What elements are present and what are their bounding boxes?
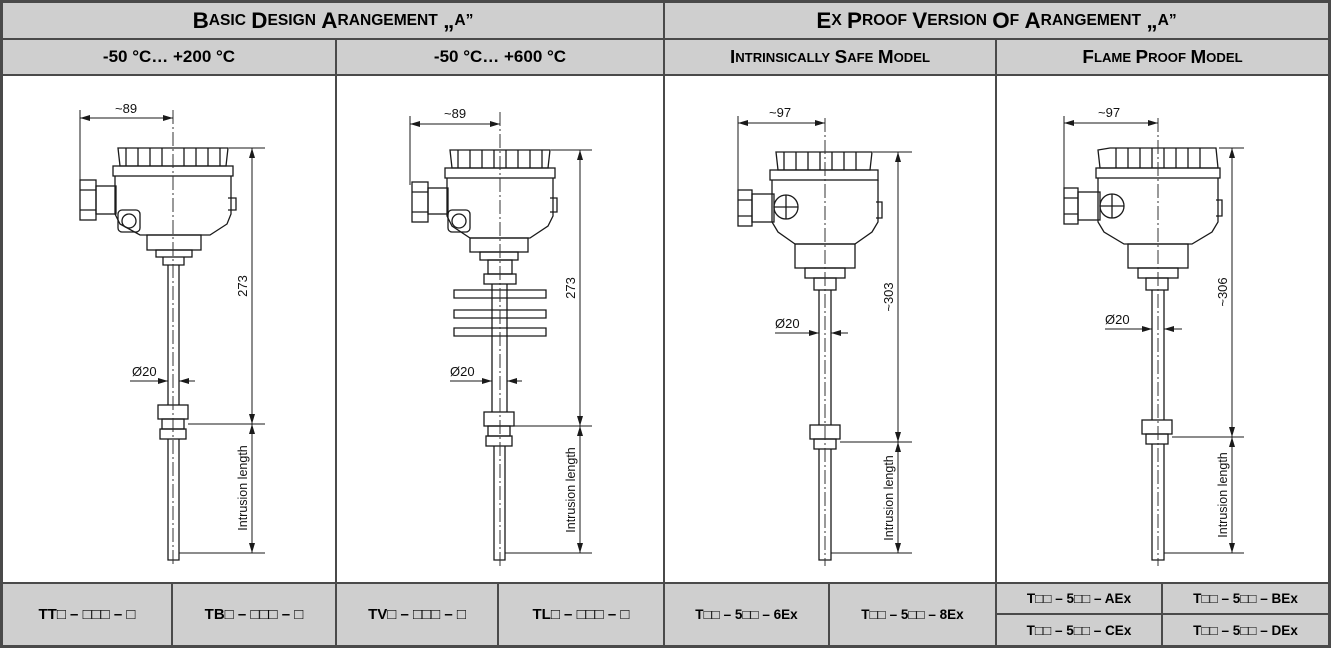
code-tb: TB□ – □□□ – □	[173, 584, 335, 645]
smallcaps-rest: NTRINSICALLY	[735, 49, 831, 65]
sensor-drawing-4	[1063, 147, 1223, 561]
subheader-temp-200: -50 °C… +200 °C	[3, 40, 335, 74]
grid-v-3	[171, 582, 173, 648]
code-6ex: T□□ – 5□□ – 6Ex	[665, 584, 828, 645]
smallcaps-initial: „	[443, 7, 455, 33]
grid-v-6	[1161, 582, 1163, 648]
smallcaps-initial: M	[1190, 46, 1207, 67]
sensor-drawing-3	[737, 151, 883, 561]
smallcaps-rest: ODEL	[1206, 49, 1243, 65]
smallcaps-rest: LAME	[1093, 49, 1132, 65]
code-tt: TT□ – □□□ – □	[3, 584, 171, 645]
smallcaps-initial: B	[192, 7, 209, 33]
d2-height-dim: 273	[563, 277, 578, 299]
smallcaps-rest: RANGEMENT	[337, 11, 438, 29]
smallcaps-initial: D	[251, 7, 268, 33]
code-bex: T□□ – 5□□ – BEx	[1163, 584, 1328, 613]
grid-v-main	[663, 0, 665, 648]
grid-outer-top	[0, 0, 1331, 3]
code-cex: T□□ – 5□□ – CEx	[997, 615, 1161, 645]
smallcaps-rest: ESIGN	[267, 11, 316, 29]
d3-width-dim: ~97	[769, 105, 791, 120]
grid-v-4	[497, 582, 499, 648]
code-aex: T□□ – 5□□ – AEx	[997, 584, 1161, 613]
grid-outer-right	[1328, 0, 1331, 648]
subheader-temp-600: -50 °C… +600 °C	[337, 40, 663, 74]
smallcaps-initial: P	[1135, 46, 1149, 67]
smallcaps-rest: ODEL	[893, 49, 931, 65]
grid-outer-left	[0, 0, 3, 648]
smallcaps-rest: ASIC	[208, 11, 247, 29]
d1-dia-dim: Ø20	[132, 364, 157, 379]
d1-intrusion-label: Intrusion length	[236, 445, 250, 531]
smallcaps-initial: „	[1146, 7, 1158, 33]
smallcaps-initial: F	[1082, 46, 1094, 67]
d3-intrusion-label: Intrusion length	[882, 455, 896, 541]
smallcaps-rest: A”	[454, 11, 474, 29]
smallcaps-rest: AFE	[847, 49, 874, 65]
d4-height-dim: ~306	[1215, 277, 1230, 306]
d4-dia-dim: Ø20	[1105, 312, 1130, 327]
smallcaps-initial: S	[834, 46, 848, 67]
smallcaps-initial: A	[321, 7, 338, 33]
smallcaps-initial: P	[847, 7, 862, 33]
d4-intrusion-label: Intrusion length	[1216, 452, 1230, 538]
smallcaps-initial: O	[992, 7, 1010, 33]
sensor-drawing-2	[411, 149, 558, 561]
smallcaps-initial: A	[1024, 7, 1041, 33]
code-8ex: T□□ – 5□□ – 8Ex	[830, 584, 995, 645]
d1-height-dim: 273	[235, 275, 250, 297]
code-dex: T□□ – 5□□ – DEx	[1163, 615, 1328, 645]
smallcaps-rest: ROOF	[861, 11, 907, 29]
grid-outer-bottom	[0, 645, 1331, 648]
d3-dia-dim: Ø20	[775, 316, 800, 331]
d4-width-dim: ~97	[1098, 105, 1120, 120]
smallcaps-rest: ERSION	[927, 11, 987, 29]
d2-intrusion-label: Intrusion length	[564, 447, 578, 533]
smallcaps-initial: E	[816, 7, 832, 33]
grid-h-2	[0, 74, 1331, 76]
grid-h-1	[0, 38, 1331, 40]
smallcaps-rest: F	[1009, 11, 1020, 29]
d1-width-dim: ~89	[115, 101, 137, 116]
code-tl: TL□ – □□□ – □	[499, 584, 663, 645]
smallcaps-initial: M	[877, 46, 894, 67]
smallcaps-initial: I	[729, 46, 736, 67]
d2-width-dim: ~89	[444, 106, 466, 121]
grid-h-3	[0, 582, 1331, 584]
d3-height-dim: ~303	[881, 282, 896, 311]
smallcaps-rest: X	[831, 11, 842, 29]
smallcaps-rest: A”	[1157, 11, 1177, 29]
smallcaps-initial: V	[912, 7, 928, 33]
smallcaps-rest: ROOF	[1148, 49, 1186, 65]
grid-v-1	[335, 38, 337, 648]
code-tv: TV□ – □□□ – □	[337, 584, 497, 645]
smallcaps-rest: RANGEMENT	[1040, 11, 1142, 29]
d2-dia-dim: Ø20	[450, 364, 475, 379]
grid-v-5	[828, 582, 830, 648]
grid-v-2	[995, 38, 997, 648]
sensor-drawing-1	[79, 147, 237, 561]
